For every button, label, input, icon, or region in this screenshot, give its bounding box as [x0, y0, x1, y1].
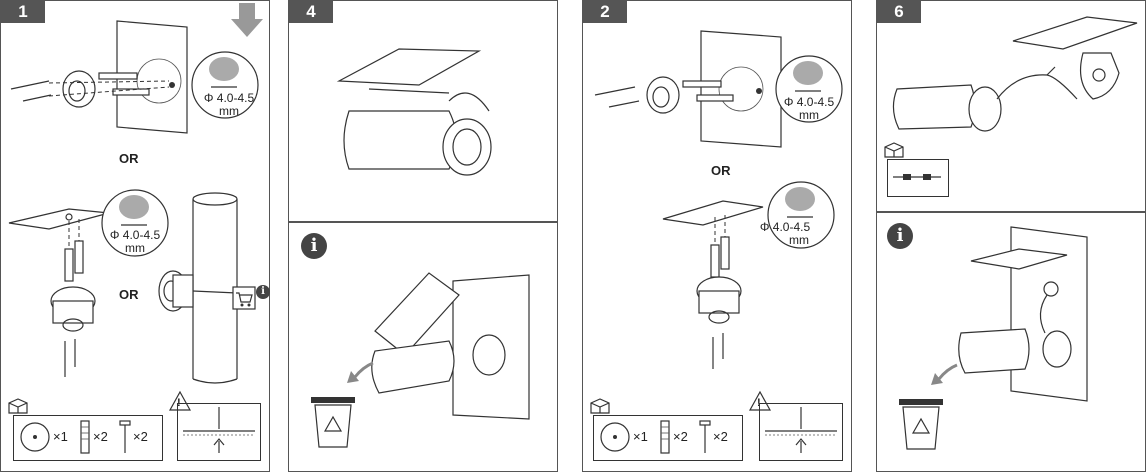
plug-qty: ×2	[93, 429, 108, 444]
wall-plug-icon	[80, 420, 90, 454]
panel-step-2: 2 Φ 4.0-4.5 mm OR Φ 4.0-4.5 mm	[582, 0, 852, 472]
cable-kit-box	[887, 159, 949, 197]
screw-icon-2	[699, 420, 711, 453]
or-label-3: OR	[711, 163, 731, 178]
plug-qty-2: ×2	[673, 429, 688, 444]
drill-unit-label-3: mm	[799, 108, 819, 122]
magnifier-circle-icon-3	[775, 55, 843, 123]
magnifier-circle-icon-4	[767, 181, 835, 249]
screw-qty-2: ×2	[713, 429, 728, 444]
box-icon	[8, 398, 28, 414]
drill-unit-label-2: mm	[125, 241, 145, 255]
warning-glyph-2: !	[757, 397, 761, 409]
camera-with-solar-illustration	[336, 48, 492, 176]
warning-icon-2	[748, 390, 772, 411]
anchor-qty: ×1	[53, 429, 68, 444]
anchor-icon	[20, 422, 50, 452]
step-badge-4: 4	[289, 1, 333, 23]
screw-qty: ×2	[133, 429, 148, 444]
box-icon-2	[590, 398, 610, 414]
kit-contents-box-2	[593, 415, 743, 461]
screw-icon	[119, 420, 131, 453]
magnifier-circle-icon	[191, 51, 259, 119]
panel-divider-2	[877, 211, 1145, 213]
recycle-bin-icon-2	[899, 399, 943, 450]
panel-step-6: 6 i	[876, 0, 1146, 472]
ceiling-mount-illustration	[8, 208, 110, 377]
wall-plug-icon-2	[660, 420, 670, 454]
panel-step-4: 4 i	[288, 0, 558, 472]
pole-mount-illustration	[158, 192, 256, 384]
wall-depth-illustration	[183, 407, 255, 453]
arrow-to-bin-icon	[347, 361, 374, 383]
warning-box	[177, 403, 261, 461]
step-badge-1: 1	[1, 1, 45, 23]
recycle-bin-icon	[311, 397, 355, 448]
info-icon-small: i	[256, 285, 270, 299]
panel-divider	[289, 221, 557, 223]
cable-extension-icon	[893, 174, 941, 180]
drill-size-label-4: Φ 4.0-4.5	[759, 220, 811, 234]
arrow-to-bin-icon-2	[931, 363, 958, 385]
camera-disposal-illustration-2	[958, 226, 1088, 402]
wall-mount-illustration-2	[594, 30, 782, 148]
box-icon-3	[884, 142, 904, 158]
anchor-qty-2: ×1	[633, 429, 648, 444]
info-icon-2: i	[887, 223, 913, 249]
magnifier-circle-icon-2	[101, 189, 169, 257]
warning-icon	[168, 390, 192, 411]
camera-disposal-illustration	[371, 272, 530, 420]
ceiling-mount-illustration-2	[662, 200, 764, 369]
kit-contents-box	[13, 415, 163, 461]
wall-depth-illustration-2	[765, 407, 837, 453]
drill-size-label-2: Φ 4.0-4.5	[109, 228, 161, 242]
anchor-icon-2	[600, 422, 630, 452]
drill-size-label: Φ 4.0-4.5	[203, 91, 255, 105]
step-badge-2: 2	[583, 1, 627, 23]
cart-icon	[236, 292, 253, 307]
drill-size-label-3: Φ 4.0-4.5	[783, 95, 835, 109]
info-icon: i	[301, 233, 327, 259]
warning-box-2	[759, 403, 843, 461]
wall-mount-illustration-top	[10, 20, 188, 134]
drill-unit-label-4: mm	[789, 233, 809, 247]
or-label-2: OR	[119, 287, 139, 302]
drill-unit-label: mm	[219, 104, 239, 118]
step-badge-6: 6	[877, 1, 921, 23]
panel-step-1: 1 Φ 4.0-4.5 mm OR	[0, 0, 270, 472]
arrow-down-icon	[231, 3, 263, 37]
camera-cable-illustration	[892, 16, 1138, 132]
or-label-1: OR	[119, 151, 139, 166]
